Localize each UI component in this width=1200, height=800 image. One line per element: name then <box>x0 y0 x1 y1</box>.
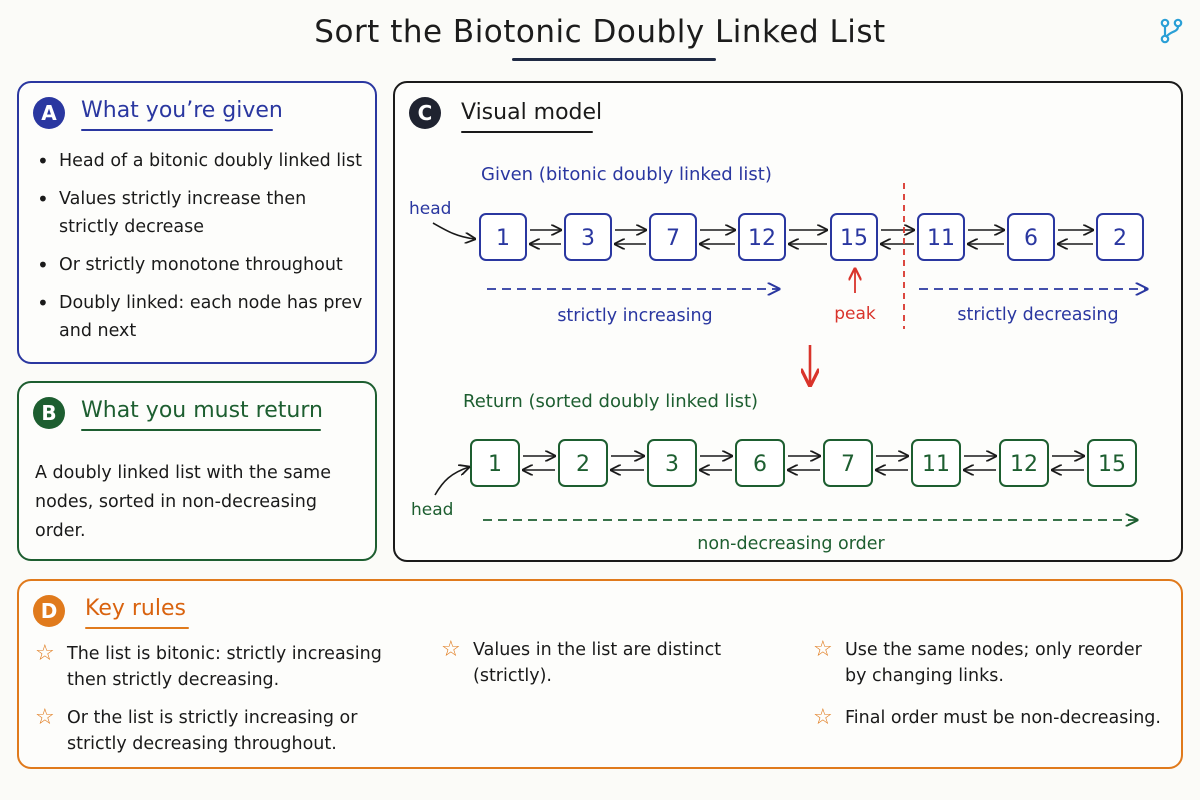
star-icon: ☆ <box>813 705 833 730</box>
list-node-value: 7 <box>666 226 680 251</box>
given-bullet: Head of a bitonic doubly linked list <box>33 147 365 175</box>
heading-given-underline <box>81 129 273 131</box>
heading-key-rules: Key rules <box>85 596 186 621</box>
rule-item: ☆ Or the list is strictly increasing or … <box>35 705 387 757</box>
decreasing-label: strictly decreasing <box>957 305 1118 325</box>
page-title: Sort the Biotonic Doubly Linked List <box>314 14 886 50</box>
badge-a: A <box>33 97 65 129</box>
list-node-value: 3 <box>665 452 679 477</box>
list-node-value: 2 <box>576 452 590 477</box>
rule-item: ☆ The list is bitonic: strictly increasi… <box>35 641 397 693</box>
head-label-given: head <box>409 199 451 219</box>
rule-item: ☆ Values in the list are distinct (stric… <box>441 637 773 689</box>
list-node <box>1087 439 1137 487</box>
given-bullet: Doubly linked: each node has prev and ne… <box>33 289 365 345</box>
list-node <box>999 439 1049 487</box>
heading-given: What you’re given <box>81 98 283 123</box>
rule-text: Values in the list are distinct (strictl… <box>473 640 722 686</box>
list-node <box>738 213 786 261</box>
list-node <box>647 439 697 487</box>
return-description: A doubly linked list with the same nodes… <box>35 463 331 541</box>
rule-text: The list is bitonic: strictly increasing… <box>67 644 382 690</box>
panel-given: A What you’re given Head of a bitonic do… <box>17 81 377 364</box>
return-label: Return (sorted doubly linked list) <box>463 391 758 412</box>
list-node-value: 12 <box>1010 452 1038 477</box>
heading-return: What you must return <box>81 398 323 423</box>
title-underline <box>512 58 716 61</box>
given-bullet: Or strictly monotone throughout <box>33 251 365 279</box>
panel-key-rules: D Key rules ☆ The list is bitonic: stric… <box>17 579 1183 769</box>
peak-label: peak <box>834 304 876 324</box>
head-pointer-given <box>432 222 475 239</box>
rule-item: ☆ Final order must be non-decreasing. <box>813 705 1165 731</box>
increasing-label: strictly increasing <box>557 306 712 326</box>
given-label: Given (bitonic doubly linked list) <box>481 164 772 185</box>
linked-list-diagram: Given (bitonic doubly linked list) head … <box>409 164 1180 554</box>
list-node-value: 1 <box>496 226 510 251</box>
list-node-value: 11 <box>922 452 950 477</box>
list-node <box>479 213 527 261</box>
heading-return-underline <box>81 429 321 431</box>
rule-item: ☆ Use the same nodes; only reorder by ch… <box>813 637 1165 689</box>
badge-d: D <box>33 595 65 627</box>
rule-text: Use the same nodes; only reorder by chan… <box>845 640 1142 686</box>
list-node-value: 11 <box>927 226 955 251</box>
list-node-value: 15 <box>840 226 868 251</box>
list-node-value: 15 <box>1098 452 1126 477</box>
panel-visual-model: C Visual model Given (bitonic doubly lin… <box>393 81 1183 562</box>
list-node-value: 2 <box>1113 226 1127 251</box>
star-icon: ☆ <box>35 705 55 730</box>
list-node <box>911 439 961 487</box>
head-pointer-return <box>434 467 469 496</box>
heading-visual-model: Visual model <box>461 100 603 125</box>
list-node <box>735 439 785 487</box>
badge-c: C <box>409 97 441 129</box>
list-node-value: 6 <box>1024 226 1038 251</box>
list-node <box>1096 213 1144 261</box>
star-icon: ☆ <box>441 637 461 662</box>
list-node <box>1007 213 1055 261</box>
heading-key-rules-underline <box>85 627 189 629</box>
rule-text: Final order must be non-decreasing. <box>845 708 1161 728</box>
given-bullet: Values strictly increase then strictly d… <box>33 185 365 241</box>
list-node <box>564 213 612 261</box>
list-node-value: 6 <box>753 452 767 477</box>
list-node <box>830 213 878 261</box>
given-node-list: 1 3 7 12 15 11 6 2 <box>479 213 1144 261</box>
list-node-value: 7 <box>841 452 855 477</box>
list-node-value: 3 <box>581 226 595 251</box>
star-icon: ☆ <box>35 641 55 666</box>
panel-return: B What you must return A doubly linked l… <box>17 381 377 561</box>
list-node <box>649 213 697 261</box>
list-node <box>470 439 520 487</box>
list-node <box>917 213 965 261</box>
rule-text: Or the list is strictly increasing or st… <box>67 708 358 754</box>
star-icon: ☆ <box>813 637 833 662</box>
list-node <box>823 439 873 487</box>
list-node <box>558 439 608 487</box>
head-label-return: head <box>411 500 453 520</box>
list-node-value: 1 <box>488 452 502 477</box>
given-bullets: Head of a bitonic doubly linked list Val… <box>33 147 365 355</box>
order-label: non-decreasing order <box>697 534 885 554</box>
badge-b: B <box>33 397 65 429</box>
list-node-value: 12 <box>748 226 776 251</box>
heading-visual-model-underline <box>461 131 593 133</box>
git-branch-icon[interactable] <box>1157 17 1185 45</box>
